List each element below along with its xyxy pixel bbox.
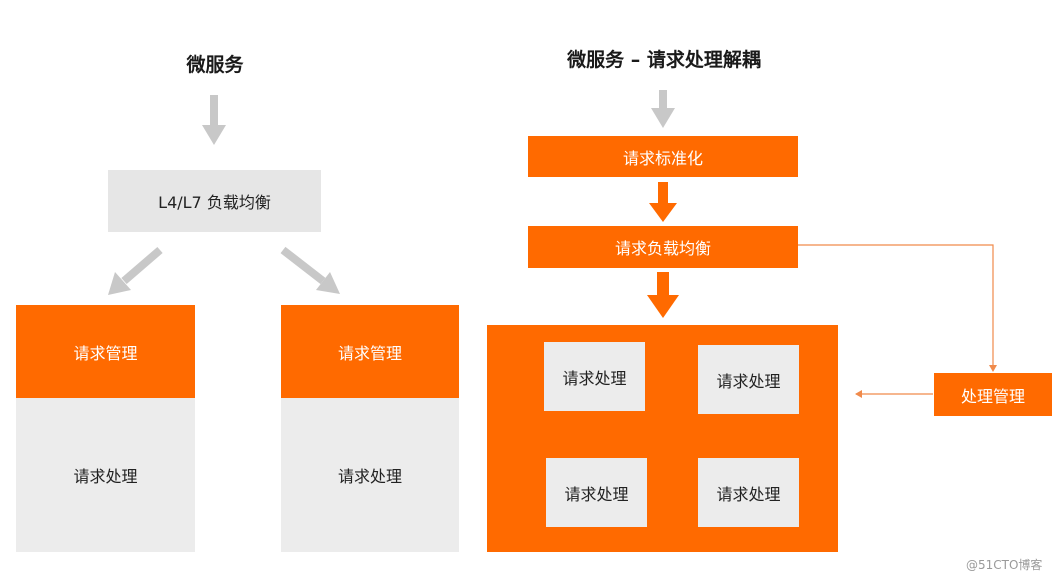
connector-lb-to-manager (798, 244, 997, 372)
arrow-down-to-normalize (651, 90, 675, 128)
request-management-header: 请求管理 (16, 305, 195, 398)
service-card-left: 请求管理 请求处理 (16, 305, 195, 552)
left-title: 微服务 (186, 54, 244, 76)
request-handler: 请求处理 (698, 458, 799, 527)
right-title: 微服务 – 请求处理解耦 (567, 49, 761, 71)
arrow-down-to-lb (202, 95, 226, 145)
request-processing-body: 请求处理 (281, 398, 459, 552)
arrow-lb-to-service-left (108, 246, 163, 295)
request-normalization: 请求标准化 (528, 136, 798, 177)
request-processing-body: 请求处理 (16, 398, 195, 552)
request-management-header: 请求管理 (281, 305, 459, 398)
arrow-lb-to-handlers (647, 272, 679, 318)
watermark: @51CTO博客 (966, 558, 1043, 572)
processing-management: 处理管理 (934, 373, 1052, 416)
request-load-balancer: 请求负载均衡 (528, 226, 798, 268)
request-handler: 请求处理 (698, 345, 799, 414)
arrow-normalize-to-lb (649, 182, 677, 222)
l4-l7-load-balancer: L4/L7 负载均衡 (108, 170, 321, 232)
arrow-lb-to-service-right (280, 246, 340, 294)
request-handler: 请求处理 (546, 458, 647, 527)
request-handler: 请求处理 (544, 342, 645, 411)
service-card-right: 请求管理 请求处理 (281, 305, 459, 552)
request-handler-pool: 请求处理 请求处理 请求处理 请求处理 (487, 325, 838, 552)
